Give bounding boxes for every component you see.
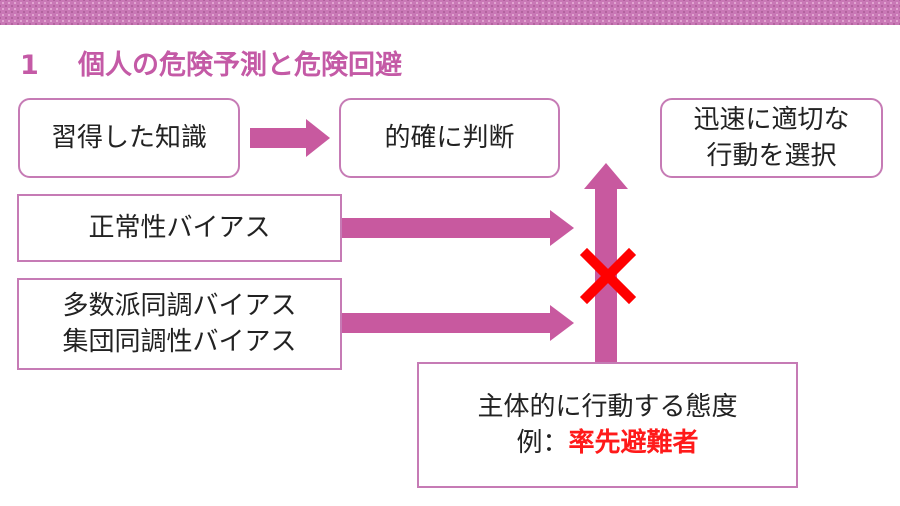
box-conformity-bias-line2: 集団同調性バイアス — [62, 327, 297, 357]
box-normalcy-bias: 正常性バイアス — [17, 194, 342, 262]
box-proactive-attitude-line1: 主体的に行動する態度 — [477, 392, 738, 422]
slide-title: 1 個人の危険予測と危険回避 — [20, 46, 402, 86]
box-accurate-judgment: 的確に判断 — [339, 98, 560, 178]
box-select-action: 迅速に適切な 行動を選択 — [660, 98, 883, 178]
top-decorative-band — [0, 0, 900, 25]
box-acquired-knowledge-label: 習得した知識 — [50, 123, 207, 153]
box-acquired-knowledge: 習得した知識 — [18, 98, 240, 178]
red-x-icon — [579, 247, 637, 305]
arrow-knowledge-to-judgment — [250, 119, 330, 157]
box-select-action-line1: 迅速に適切な — [693, 105, 850, 135]
box-normalcy-bias-label: 正常性バイアス — [88, 213, 271, 243]
example-highlight: 率先避難者 — [568, 428, 699, 458]
box-select-action-line2: 行動を選択 — [706, 141, 837, 171]
box-accurate-judgment-label: 的確に判断 — [384, 123, 515, 153]
box-conformity-bias: 多数派同調バイアス 集団同調性バイアス — [17, 278, 342, 370]
box-conformity-bias-line1: 多数派同調バイアス — [62, 291, 297, 321]
slide-title-number: 1 — [20, 50, 39, 81]
arrow-majority-bias — [340, 305, 574, 341]
box-proactive-attitude-line2: 例：率先避難者 — [516, 425, 698, 461]
box-proactive-attitude: 主体的に行動する態度 例：率先避難者 — [417, 362, 798, 488]
arrow-normalcy-bias — [340, 210, 574, 246]
example-prefix: 例： — [516, 428, 569, 458]
slide-title-text: 個人の危険予測と危険回避 — [78, 50, 402, 81]
